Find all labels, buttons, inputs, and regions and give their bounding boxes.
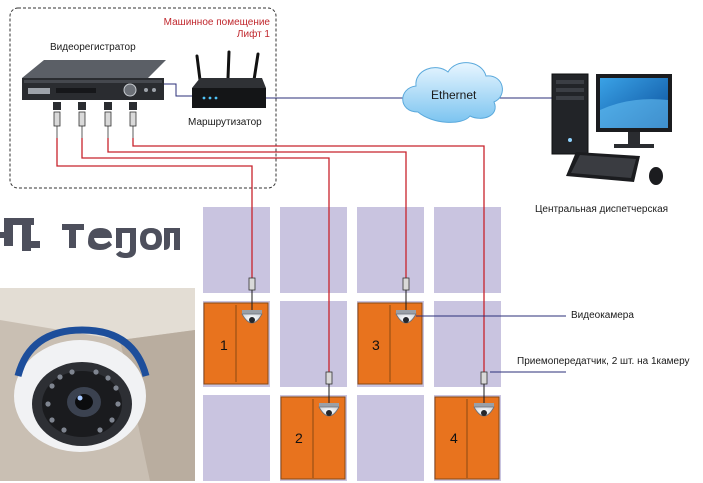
dvr-router-link bbox=[164, 83, 192, 97]
machine-room-label: Машинное помещение Лифт 1 bbox=[160, 17, 270, 41]
router-label: Маршрутизатор bbox=[188, 117, 262, 128]
shaft-cell bbox=[203, 207, 270, 293]
transceiver-icon bbox=[104, 111, 112, 127]
camera-icon bbox=[318, 403, 340, 417]
dvr-transceivers bbox=[53, 111, 137, 127]
cable-camera-2 bbox=[81, 138, 330, 372]
elevator-number-3: 3 bbox=[372, 337, 380, 353]
dvr-device bbox=[22, 60, 166, 110]
ethernet-label: Ethernet bbox=[431, 88, 477, 102]
dome-camera-photo bbox=[0, 288, 195, 481]
shaft-cell bbox=[434, 301, 501, 387]
workstation-label: Центральная диспетчерская bbox=[535, 204, 669, 215]
shaft-cell bbox=[357, 207, 424, 293]
tegon-logo bbox=[0, 218, 180, 258]
transceiver-icon bbox=[480, 371, 488, 385]
shaft-cell bbox=[357, 395, 424, 481]
transceiver-icon bbox=[53, 111, 61, 127]
router-device bbox=[192, 50, 266, 108]
transceiver-icon bbox=[248, 277, 256, 291]
shaft-cell bbox=[434, 207, 501, 293]
cable-camera-1 bbox=[56, 138, 253, 278]
elevator-number-1: 1 bbox=[220, 337, 228, 353]
video-cables bbox=[56, 138, 485, 372]
transceiver-callout: Приемопередатчик, 2 шт. на 1камеру bbox=[517, 356, 690, 367]
elevator-number-4: 4 bbox=[450, 430, 458, 446]
workstation-computer bbox=[551, 73, 672, 185]
cable-camera-4 bbox=[132, 138, 485, 372]
machine-room-title: Машинное помещение bbox=[163, 17, 270, 28]
machine-room-boundary bbox=[9, 7, 277, 189]
shaft-cell bbox=[203, 395, 270, 481]
cable-camera-3 bbox=[107, 138, 407, 278]
transceiver-icon bbox=[129, 111, 137, 127]
dvr-label: Видеорегистратор bbox=[50, 42, 136, 53]
camera-icon bbox=[395, 310, 417, 324]
camera-callout: Видеокамера bbox=[571, 310, 634, 321]
camera-icon bbox=[473, 403, 495, 417]
transceiver-icon bbox=[402, 277, 410, 291]
network-lines bbox=[164, 83, 566, 373]
camera-transceivers bbox=[248, 277, 488, 385]
elevator-cabin-2 bbox=[280, 396, 346, 480]
camera-icon bbox=[241, 310, 263, 324]
camera-drops bbox=[251, 290, 485, 403]
elevator-number-2: 2 bbox=[295, 430, 303, 446]
machine-room-subtitle: Лифт 1 bbox=[236, 29, 270, 40]
transceiver-icon bbox=[325, 371, 333, 385]
shaft-cell bbox=[280, 207, 347, 293]
transceiver-icon bbox=[78, 111, 86, 127]
shaft-cell bbox=[280, 301, 347, 387]
ethernet-cloud-icon bbox=[402, 62, 503, 123]
